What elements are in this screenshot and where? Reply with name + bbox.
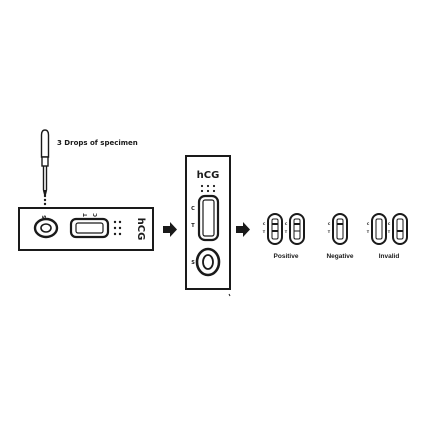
invalid-1-t-label: T [367, 230, 370, 234]
horizontal-test-label: T [83, 213, 89, 217]
test-cassette-horizontal [18, 207, 154, 251]
positive-2-c-label: C [285, 222, 288, 226]
result-invalid-window-2 [392, 213, 408, 245]
positive-label: Positive [274, 253, 299, 260]
horizontal-brand-label: hCG [135, 218, 146, 241]
arrow-right-icon [163, 222, 177, 237]
vertical-test-label: T [191, 223, 195, 229]
result-positive-window-1 [267, 213, 283, 245]
result-invalid-window-1 [371, 213, 387, 245]
result-window-horizontal [69, 217, 110, 239]
drops-instruction-label: 3 Drops of specimen [57, 139, 138, 147]
invalid-2-c-label: C [388, 222, 391, 226]
vertical-brand-label: hCG [197, 170, 220, 181]
sample-well-horizontal [33, 217, 59, 239]
dropper-icon [40, 129, 50, 197]
cassette-dots-horizontal [113, 220, 122, 236]
result-negative-window [332, 213, 348, 245]
invalid-label: Invalid [379, 253, 400, 260]
negative-c-label: C [328, 222, 331, 226]
result-window-vertical [197, 194, 220, 242]
negative-label: Negative [326, 253, 353, 260]
horizontal-sample-label: S [42, 215, 48, 219]
positive-1-c-label: C [263, 222, 266, 226]
invalid-2-t-label: T [388, 230, 391, 234]
negative-t-label: T [328, 230, 331, 234]
result-positive-window-2 [289, 213, 305, 245]
invalid-1-c-label: C [367, 222, 370, 226]
specimen-drops [43, 194, 47, 206]
horizontal-control-label: C [93, 213, 99, 217]
test-cassette-vertical [185, 155, 231, 297]
vertical-control-label: C [191, 206, 195, 212]
vertical-sample-label: S [191, 260, 195, 266]
arrow-right-icon [236, 222, 250, 237]
positive-1-t-label: T [263, 230, 266, 234]
sample-well-vertical [195, 247, 221, 277]
positive-2-t-label: T [285, 230, 288, 234]
cassette-dots-vertical [200, 184, 216, 193]
